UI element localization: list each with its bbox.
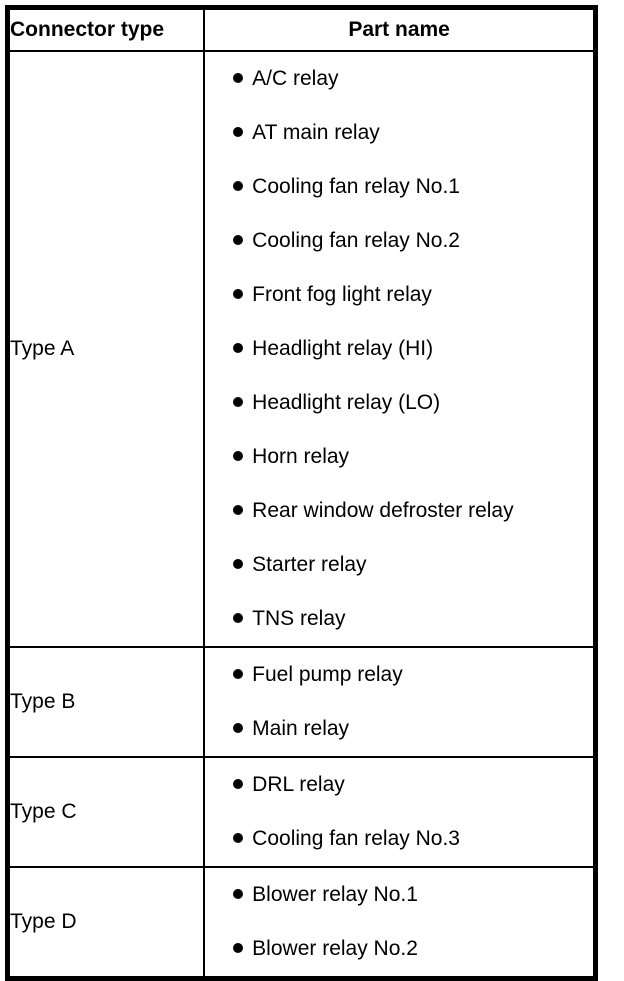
bullet-dot-icon bbox=[233, 723, 244, 733]
list-item: Headlight relay (LO) bbox=[205, 376, 593, 430]
list-item: Horn relay bbox=[205, 430, 593, 484]
part-name-text: Cooling fan relay No.3 bbox=[252, 827, 460, 850]
part-name-cell: Fuel pump relay Main relay bbox=[203, 646, 597, 758]
table-row: Type A A/C relay AT main relay bbox=[6, 50, 597, 648]
part-name-cell: Blower relay No.1 Blower relay No.2 bbox=[203, 866, 597, 980]
bullet-dot-icon bbox=[233, 235, 244, 245]
connector-type-label: Type B bbox=[6, 646, 206, 758]
part-list: DRL relay Cooling fan relay No.3 bbox=[205, 758, 593, 866]
list-item: Rear window defroster relay bbox=[205, 484, 593, 538]
part-name-text: Headlight relay (LO) bbox=[252, 391, 441, 414]
list-item: Cooling fan relay No.1 bbox=[205, 160, 593, 214]
part-name-text: Cooling fan relay No.2 bbox=[252, 229, 460, 252]
table-row: Type D Blower relay No.1 Blower relay No… bbox=[6, 866, 597, 980]
connector-type-label: Type A bbox=[6, 50, 206, 648]
column-header-part-name: Part name bbox=[203, 6, 597, 52]
bullet-dot-icon bbox=[233, 833, 244, 843]
bullet-dot-icon bbox=[233, 127, 244, 137]
list-item: TNS relay bbox=[205, 592, 593, 646]
part-name-text: Rear window defroster relay bbox=[252, 499, 514, 522]
list-item: Fuel pump relay bbox=[205, 648, 593, 702]
list-item: Blower relay No.1 bbox=[205, 868, 593, 922]
list-item: Headlight relay (HI) bbox=[205, 322, 593, 376]
part-name-text: Blower relay No.2 bbox=[252, 937, 418, 960]
connector-part-table: Connector type Part name Type A A/C rela… bbox=[5, 5, 598, 981]
part-name-text: DRL relay bbox=[252, 773, 345, 796]
list-item: A/C relay bbox=[205, 52, 593, 106]
table-row: Type C DRL relay Cooling fan relay No.3 bbox=[6, 756, 597, 868]
part-name-text: Horn relay bbox=[252, 445, 350, 468]
part-name-cell: A/C relay AT main relay Cooling fan rela… bbox=[203, 50, 597, 648]
part-name-text: Fuel pump relay bbox=[252, 663, 403, 686]
part-list: Blower relay No.1 Blower relay No.2 bbox=[205, 868, 593, 976]
bullet-dot-icon bbox=[233, 943, 244, 953]
part-name-text: Cooling fan relay No.1 bbox=[252, 175, 460, 198]
bullet-dot-icon bbox=[233, 451, 244, 461]
list-item: Main relay bbox=[205, 702, 593, 756]
connector-type-label: Type D bbox=[6, 866, 206, 980]
part-name-text: Front fog light relay bbox=[252, 283, 432, 306]
list-item: Starter relay bbox=[205, 538, 593, 592]
bullet-dot-icon bbox=[233, 343, 244, 353]
table-header-row: Connector type Part name bbox=[6, 6, 597, 52]
connector-type-label: Type C bbox=[6, 756, 206, 868]
column-header-connector-type: Connector type bbox=[6, 6, 206, 52]
bullet-dot-icon bbox=[233, 73, 244, 83]
bullet-dot-icon bbox=[233, 779, 244, 789]
bullet-dot-icon bbox=[233, 397, 244, 407]
bullet-dot-icon bbox=[233, 613, 244, 623]
bullet-dot-icon bbox=[233, 669, 244, 679]
list-item: Cooling fan relay No.2 bbox=[205, 214, 593, 268]
list-item: AT main relay bbox=[205, 106, 593, 160]
list-item: Front fog light relay bbox=[205, 268, 593, 322]
part-name-text: A/C relay bbox=[252, 67, 339, 90]
part-name-text: Main relay bbox=[252, 717, 350, 740]
bullet-dot-icon bbox=[233, 889, 244, 899]
list-item: Blower relay No.2 bbox=[205, 922, 593, 976]
bullet-dot-icon bbox=[233, 181, 244, 191]
table-body: Type A A/C relay AT main relay bbox=[6, 50, 597, 980]
part-name-text: TNS relay bbox=[252, 607, 346, 630]
table-row: Type B Fuel pump relay Main relay bbox=[6, 646, 597, 758]
part-name-cell: DRL relay Cooling fan relay No.3 bbox=[203, 756, 597, 868]
bullet-dot-icon bbox=[233, 559, 244, 569]
part-name-text: Starter relay bbox=[252, 553, 367, 576]
part-name-text: Blower relay No.1 bbox=[252, 883, 418, 906]
bullet-dot-icon bbox=[233, 505, 244, 515]
bullet-dot-icon bbox=[233, 289, 244, 299]
part-list: A/C relay AT main relay Cooling fan rela… bbox=[205, 52, 593, 646]
part-name-text: AT main relay bbox=[252, 121, 380, 144]
table-header: Connector type Part name bbox=[6, 6, 597, 52]
list-item: Cooling fan relay No.3 bbox=[205, 812, 593, 866]
part-name-text: Headlight relay (HI) bbox=[252, 337, 434, 360]
list-item: DRL relay bbox=[205, 758, 593, 812]
part-list: Fuel pump relay Main relay bbox=[205, 648, 593, 756]
